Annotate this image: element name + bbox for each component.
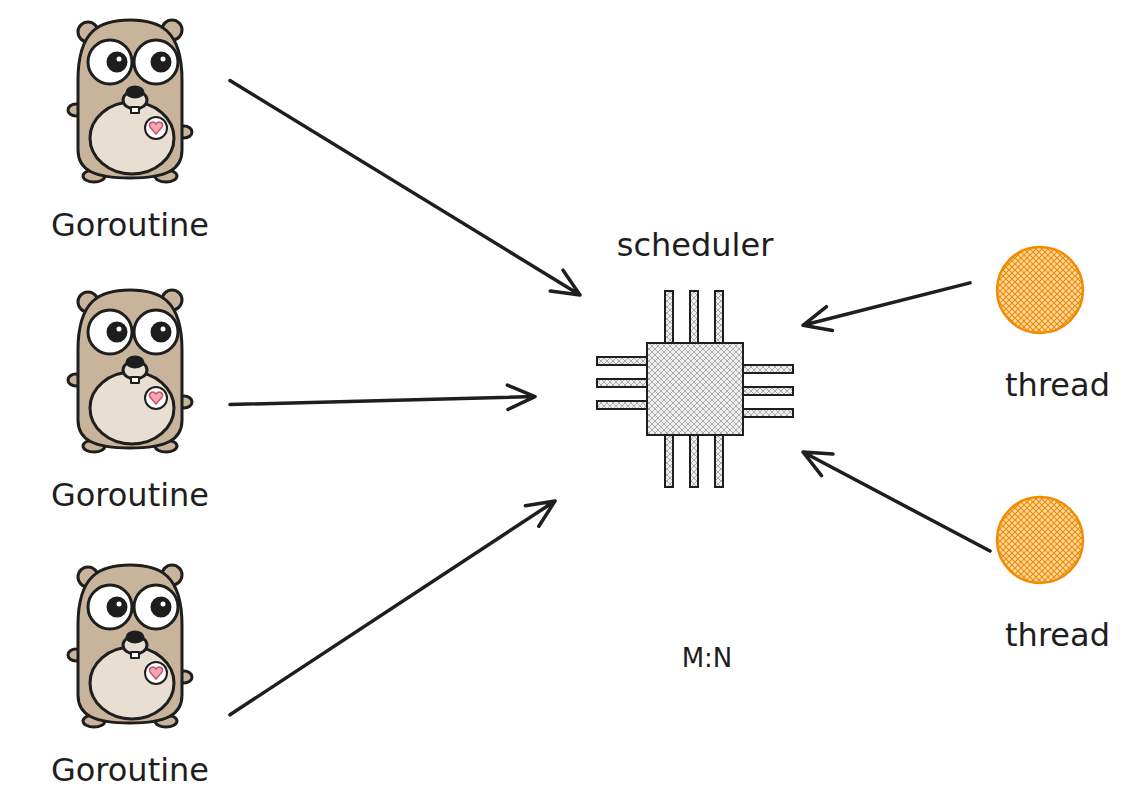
node-figure [985, 240, 1130, 340]
arrow-connector [230, 81, 580, 295]
node-figure [985, 490, 1130, 590]
node-figure [65, 555, 195, 730]
node-label: Goroutine [47, 475, 213, 515]
thread-node: thread [985, 490, 1130, 655]
thread-circle [985, 240, 1130, 340]
gopher-illustration [65, 10, 195, 185]
node-figure [65, 280, 195, 455]
arrow-connector [230, 501, 555, 715]
node-figure [65, 10, 195, 185]
arrow-connector [230, 385, 535, 409]
arrow-connector [803, 283, 970, 331]
arrow-connector [803, 452, 990, 551]
node-label: thread [1001, 365, 1114, 405]
scheduler-node: scheduler [595, 225, 795, 489]
goroutine-node: Goroutine [40, 280, 220, 515]
node-label: Goroutine [47, 205, 213, 245]
gopher-illustration [65, 555, 195, 730]
node-label: Goroutine [47, 750, 213, 790]
gopher-illustration [65, 280, 195, 455]
thread-circle [985, 490, 1130, 590]
thread-node: thread [985, 240, 1130, 405]
node-figure [595, 289, 795, 489]
node-label: thread [1001, 615, 1114, 655]
chip-illustration [595, 289, 795, 489]
node-label: scheduler [613, 225, 778, 265]
goroutine-node: Goroutine [40, 10, 220, 245]
goroutine-node: Goroutine [40, 555, 220, 790]
ratio-label: M:N [682, 642, 733, 674]
